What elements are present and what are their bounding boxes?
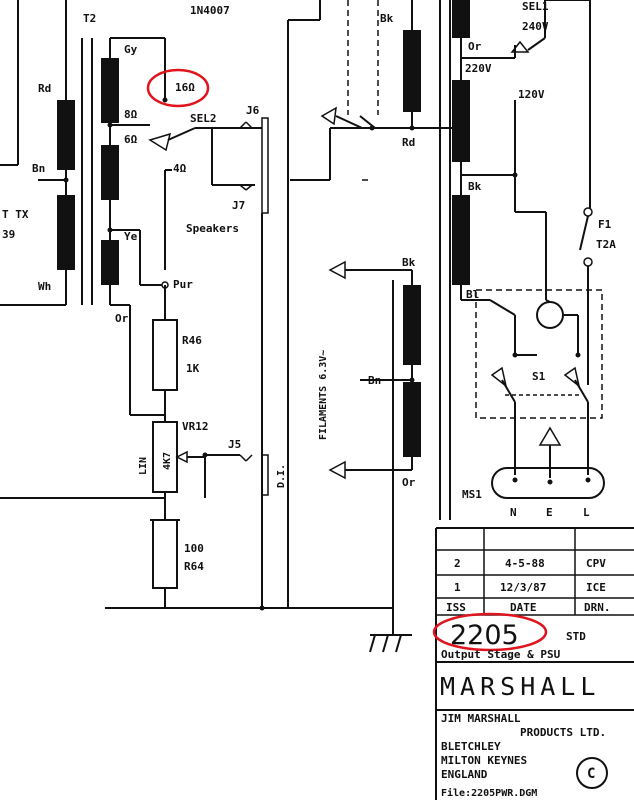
v240-label: 240V [522,20,549,33]
header-drn: DRN. [584,601,611,614]
wire-label-gy: Gy [124,43,138,56]
header-iss: ISS [446,601,466,614]
secondary-coil-3 [101,240,119,285]
header-date: DATE [510,601,537,614]
vr12-label: VR12 [182,420,209,433]
s1-label: S1 [532,370,546,383]
r46-value: 1K [186,362,200,375]
primary-coil-lower [57,195,75,270]
v120-label: 120V [518,88,545,101]
annotation-circle-16ohm [146,68,210,108]
f1-label: F1 [598,218,612,231]
rev-1-date: 12/3/87 [500,581,546,594]
vr12-value: 4K7 [162,452,173,470]
j7-label: J7 [232,199,245,212]
company-line1: JIM MARSHALL [441,712,521,725]
wire-label-or-filament: Or [402,476,416,489]
speakers-label: Speakers [186,222,239,235]
secondary-coil-2 [101,145,119,200]
std-label: STD [566,630,586,643]
j6-label: J6 [246,104,260,117]
wire-label-bk-primary: Bk [468,180,482,193]
wire-label-rd-left: Rd [38,82,51,95]
filaments-label: FILAMENTS 6.3V~ [318,350,329,440]
wire-label-or-mid: Or [115,312,129,325]
speaker-select-circuit [148,117,269,608]
tx-label: T TX [2,208,29,221]
rev-2-iss: 2 [454,557,461,570]
filament-coil-upper [403,285,421,365]
t2a-label: T2A [596,238,616,251]
rev-2-date: 4-5-88 [505,557,545,570]
company-line2: PRODUCTS LTD. [520,726,606,739]
rev-1-iss: 1 [454,581,461,594]
v220-label: 220V [465,62,492,75]
wire-label-bk-filament: Bk [402,256,416,269]
transformer-label: T2 [83,12,96,25]
r64-value: 100 [184,542,204,555]
tap-16-label: 16Ω [175,81,195,94]
power-primary-coil-top [403,30,421,112]
mains-primary-coil-3 [452,195,470,285]
drawing-number: 2205 [450,620,519,651]
tx-number: 39 [2,228,15,241]
annotation-circle-drawing-number [432,612,548,652]
address-line1: BLETCHLEY [441,740,501,753]
earth-label: E [546,506,553,519]
pur-label: Pur [173,278,193,291]
wire-label-ye: Ye [124,230,138,243]
wire-label-bn-left: Bn [32,162,45,175]
s1-switch-box [475,289,603,419]
secondary-coil-1 [101,58,119,123]
copyright-letter: C [587,766,595,782]
diode-label: 1N4007 [190,4,230,17]
wire-label-bk-top: Bk [380,12,394,25]
di-label: D.I. [276,464,287,488]
brand-name: MARSHALL [440,672,600,701]
output-transformer [0,0,168,499]
tap-6-label: 6Ω [124,133,138,146]
address-line2: MILTON KEYNES [441,754,527,767]
rev-1-drn: ICE [586,581,606,594]
sel1-label: SEL1 [522,0,549,13]
file-name: File:2205PWR.DGM [441,787,537,799]
lin-label: LIN [138,457,149,475]
wire-label-bn-filament: Bn [368,374,381,387]
mains-primary-coil-1 [452,0,470,38]
r64-label: R64 [184,560,204,573]
wire-label-rd-primary: Rd [402,136,415,149]
filament-coil-lower [403,382,421,457]
tap-4-label: 4Ω [173,162,187,175]
neutral-label: N [510,506,517,519]
rev-2-drn: CPV [586,557,606,570]
drawing-title: Output Stage & PSU [441,648,561,661]
resistor-r46 [152,319,178,391]
mains-primary-coil-2 [452,80,470,162]
j5-label: J5 [228,438,241,451]
mains-socket-ms1 [491,467,605,499]
r46-label: R46 [182,334,202,347]
address-line3: ENGLAND [441,768,488,781]
sel2-label: SEL2 [190,112,217,125]
primary-coil-upper [57,100,75,170]
ms1-label: MS1 [462,488,482,501]
tap-8-label: 8Ω [124,108,138,121]
resistor-r64 [152,519,178,589]
wire-label-wh-left: Wh [38,280,51,293]
copyright-symbol [576,757,608,789]
live-label: L [583,506,590,519]
wire-label-or-primary: Or [468,40,482,53]
